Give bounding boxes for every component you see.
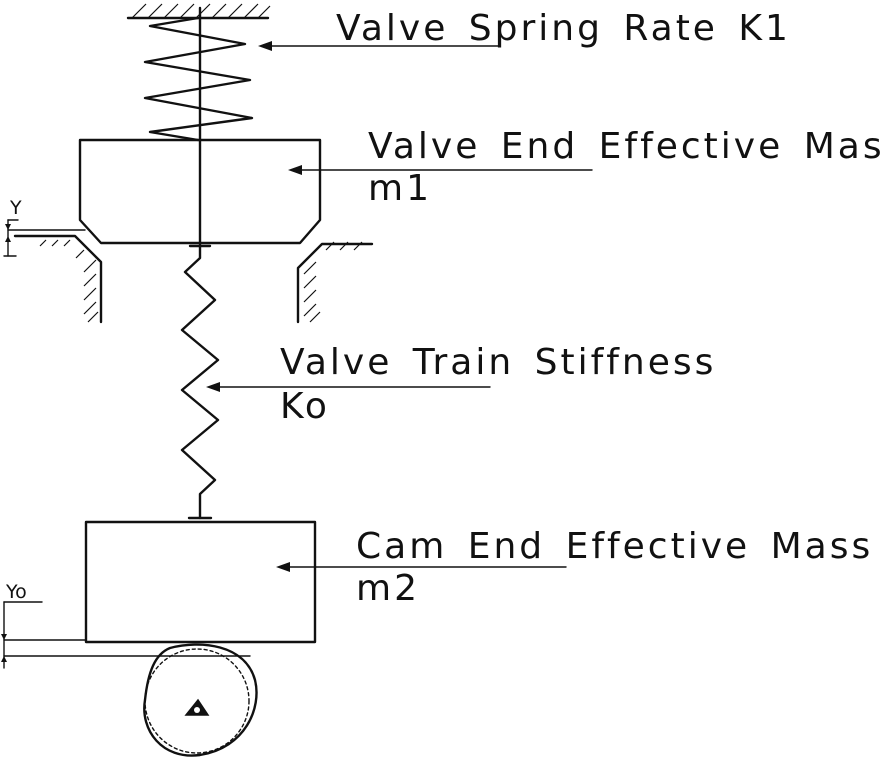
- valve-mass-label: Valve End Effective Mass: [368, 126, 886, 167]
- cam-end-mass-block: [84, 520, 317, 644]
- cam: [143, 643, 258, 757]
- displacement-yo-label: Yo: [5, 581, 27, 603]
- valve-seat-left: [13, 234, 103, 324]
- displacement-y-marker: [3, 219, 86, 257]
- cam-mass-symbol: m2: [356, 568, 420, 609]
- stiffness-label: Valve Train Stiffness: [280, 342, 716, 383]
- displacement-yo-marker: [1, 601, 251, 669]
- valve-seat-right: [296, 241, 374, 324]
- leader-valve-spring: [258, 41, 501, 51]
- cam-mass-label: Cam End Effective Mass: [356, 526, 873, 567]
- valve-spring-label: Valve Spring Rate K1: [336, 8, 791, 49]
- stiffness-symbol: Ko: [280, 386, 330, 427]
- valve-mass-symbol: m1: [368, 168, 432, 209]
- valve-end-mass-block: [78, 138, 322, 245]
- leader-stiffness: [206, 382, 491, 392]
- valve-train-stiffness-spring: [180, 244, 220, 520]
- leader-cam-mass: [276, 562, 567, 572]
- displacement-y-label: Y: [9, 197, 22, 219]
- valve-spring: [143, 16, 254, 142]
- leader-valve-mass: [288, 165, 593, 175]
